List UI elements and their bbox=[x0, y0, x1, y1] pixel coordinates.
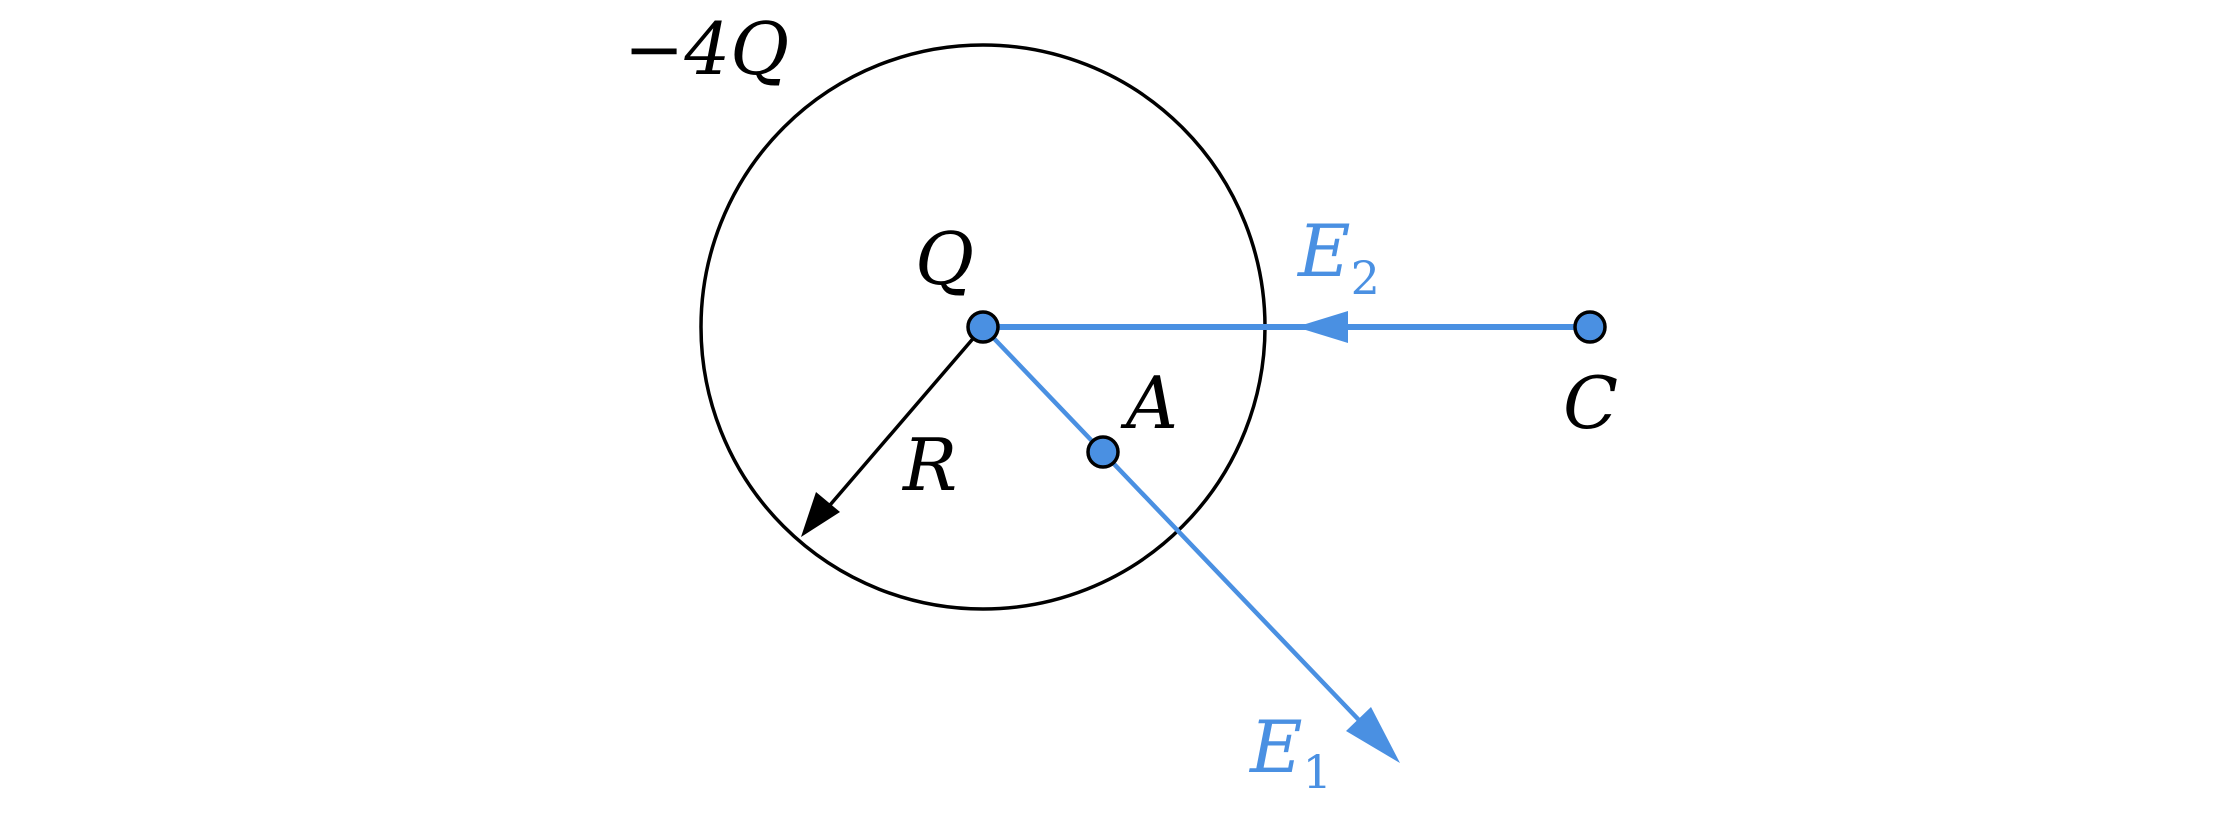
shell-charge-value: 4Q bbox=[683, 7, 789, 91]
field-1-subscript: 1 bbox=[1303, 745, 1332, 799]
center-point-icon bbox=[966, 310, 1000, 344]
field-1-label: E1 bbox=[1248, 705, 1332, 799]
shell-charge-sign: − bbox=[624, 7, 684, 91]
point-c-label: C bbox=[1563, 361, 1618, 445]
point-c-icon bbox=[1573, 310, 1607, 344]
field-1-arrow-head bbox=[1346, 707, 1400, 763]
radius-label: R bbox=[901, 423, 957, 507]
field-2-base: E bbox=[1296, 209, 1351, 293]
point-a-icon bbox=[1086, 435, 1120, 469]
field-2-arrow-head bbox=[1296, 311, 1348, 343]
field-1-base: E bbox=[1248, 705, 1303, 789]
field-2-subscript: 2 bbox=[1351, 251, 1380, 305]
field-2-label: E2 bbox=[1296, 209, 1380, 305]
point-a-label: A bbox=[1120, 361, 1178, 445]
center-charge-label: Q bbox=[915, 217, 974, 301]
radius-arrow-head bbox=[801, 492, 840, 537]
field-1-arrow-line bbox=[981, 325, 1380, 742]
radius-arrow-line bbox=[816, 325, 985, 521]
shell-charge-label: −4Q bbox=[624, 7, 789, 91]
